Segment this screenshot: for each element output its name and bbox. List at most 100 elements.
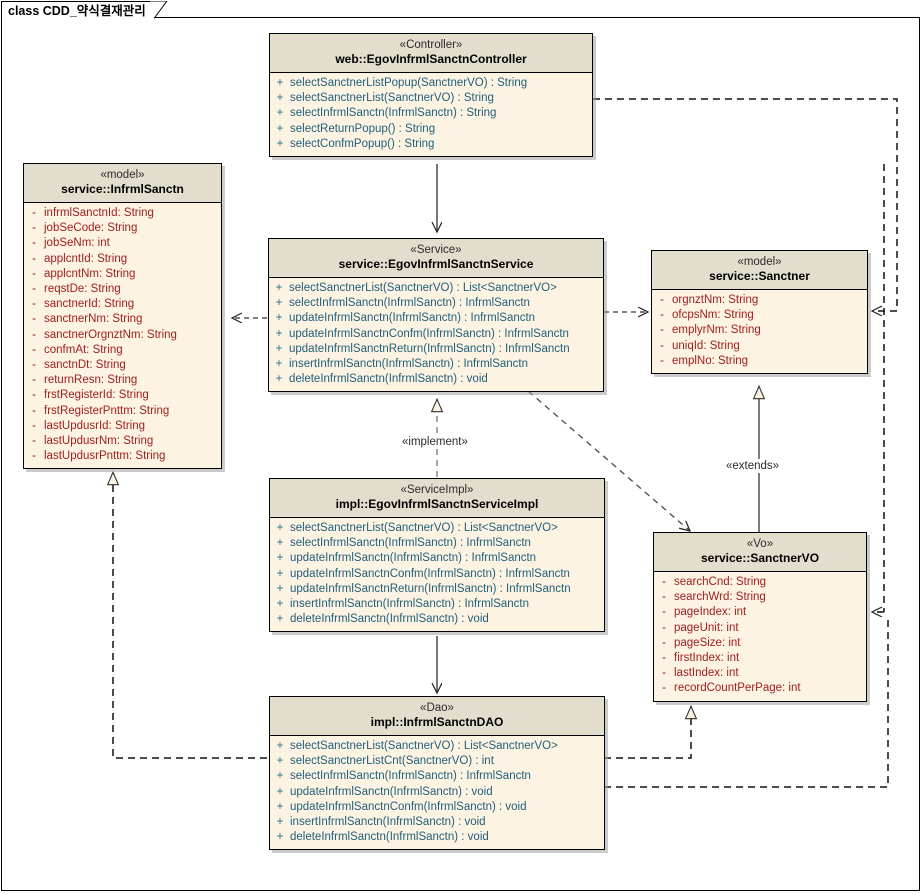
member-visibility: + — [276, 613, 284, 626]
member-signature: insertInfrmlSanctn(InfrmlSanctn) : void — [290, 816, 486, 829]
member-visibility: - — [662, 636, 666, 649]
class-member: -reqstDe: String — [24, 282, 221, 297]
class-member: + selectReturnPopup() : String — [270, 122, 592, 137]
class-member: -jobSeCode: String — [24, 221, 221, 236]
member-visibility: + — [276, 816, 284, 829]
member-visibility: - — [32, 435, 36, 448]
class-members-service: +selectSanctnerList(SanctnerVO) : List<S… — [269, 278, 603, 391]
class-box-infrmlsanctn[interactable]: «model» service::InfrmlSanctn -infrmlSan… — [23, 163, 222, 470]
member-visibility: + — [275, 297, 283, 310]
class-member: + selectInfrmlSanctn(InfrmlSanctn) : Str… — [270, 106, 592, 121]
member-visibility: + — [275, 282, 283, 294]
member-signature: updateInfrmlSanctn(InfrmlSanctn) : Infrm… — [290, 552, 537, 565]
member-signature: updateInfrmlSanctnReturn(InfrmlSanctn) :… — [289, 342, 570, 355]
member-visibility: + — [275, 358, 283, 371]
class-member: -emplNo: String — [652, 354, 867, 369]
member-visibility: - — [662, 576, 666, 588]
member-visibility: + — [275, 373, 283, 386]
class-member: -applcntId: String — [24, 252, 221, 267]
class-member: -searchWrd: String — [654, 590, 866, 605]
member-visibility: - — [32, 419, 36, 432]
class-member: -confmAt: String — [24, 343, 221, 358]
member-visibility: + — [275, 312, 283, 325]
member-signature: selectSanctnerListCnt(SanctnerVO) : int — [290, 755, 494, 768]
class-box-serviceimpl[interactable]: «ServiceImpl» impl::EgovInfrmlSanctnServ… — [269, 478, 605, 633]
class-members-serviceimpl: +selectSanctnerList(SanctnerVO) : List<S… — [270, 518, 604, 631]
member-signature: selectInfrmlSanctn(InfrmlSanctn) : Strin… — [290, 107, 497, 120]
member-signature: confmAt: String — [44, 343, 123, 356]
diagram-frame — [1, 17, 920, 891]
member-signature: jobSeNm: int — [44, 237, 110, 250]
member-visibility: - — [32, 237, 36, 250]
member-signature: updateInfrmlSanctnConfm(InfrmlSanctn) : … — [289, 327, 569, 340]
class-stereotype: «ServiceImpl» — [400, 484, 474, 496]
class-member: + selectConfmPopup() : String — [270, 137, 592, 152]
class-box-controller[interactable]: «Controller» web::EgovInfrmlSanctnContro… — [269, 33, 593, 158]
class-member: -sanctnerOrgnztNm: String — [24, 328, 221, 343]
class-stereotype: «model» — [100, 169, 145, 181]
class-members-infrmlsanctn: -infrmlSanctnId: String -jobSeCode: Stri… — [24, 203, 221, 468]
member-signature: ofcpsNm: String — [672, 309, 754, 322]
member-visibility: - — [662, 682, 666, 695]
class-header-infrmlsanctn: «model» service::InfrmlSanctn — [24, 164, 221, 203]
member-signature: emplyrNm: String — [672, 324, 761, 337]
class-member: -lastUpdusrId: String — [24, 419, 221, 434]
member-visibility: - — [32, 283, 36, 296]
member-signature: infrmlSanctnId: String — [44, 207, 154, 219]
member-visibility: + — [276, 137, 284, 150]
class-member: +updateInfrmlSanctnConfm(InfrmlSanctn) :… — [270, 800, 604, 815]
member-signature: insertInfrmlSanctn(InfrmlSanctn) : Infrm… — [289, 358, 529, 371]
member-signature: deleteInfrmlSanctn(InfrmlSanctn) : void — [290, 831, 489, 844]
class-member: +deleteInfrmlSanctn(InfrmlSanctn) : void — [270, 830, 604, 845]
class-member: -pageUnit: int — [654, 621, 866, 636]
class-box-dao[interactable]: «Dao» impl::InfrmlSanctnDAO +selectSanct… — [269, 696, 605, 851]
class-member: -returnResn: String — [24, 373, 221, 388]
member-signature: insertInfrmlSanctn(InfrmlSanctn) : Infrm… — [290, 598, 530, 611]
member-visibility: - — [660, 309, 664, 322]
class-box-service[interactable]: «Service» service::EgovInfrmlSanctnServi… — [268, 238, 604, 393]
member-visibility: + — [276, 785, 284, 798]
class-box-sanctner[interactable]: «model» service::Sanctner -orgnztNm: Str… — [651, 250, 868, 375]
member-visibility: - — [32, 404, 36, 417]
member-signature: reqstDe: String — [44, 283, 121, 296]
member-signature: emplNo: String — [672, 354, 749, 367]
member-visibility: - — [32, 313, 36, 326]
class-member: +deleteInfrmlSanctn(InfrmlSanctn) : void — [269, 372, 603, 387]
class-member: +selectSanctnerList(SanctnerVO) : List<S… — [269, 281, 603, 296]
member-signature: lastUpdusrNm: String — [44, 435, 154, 448]
class-stereotype: «Vo» — [746, 538, 774, 550]
member-signature: applcntNm: String — [44, 267, 136, 280]
member-visibility: - — [32, 298, 36, 311]
class-member: +selectInfrmlSanctn(InfrmlSanctn) : Infr… — [269, 296, 603, 311]
member-visibility: - — [32, 267, 36, 280]
class-name: impl::EgovInfrmlSanctnServiceImpl — [335, 497, 539, 511]
member-visibility: - — [32, 359, 36, 372]
member-visibility: + — [276, 582, 284, 595]
member-visibility: - — [660, 294, 664, 306]
member-signature: sanctnDt: String — [44, 359, 126, 372]
member-visibility: + — [276, 552, 284, 565]
class-member: -searchCnd: String — [654, 575, 866, 590]
member-signature: deleteInfrmlSanctn(InfrmlSanctn) : void — [290, 613, 489, 626]
member-signature: updateInfrmlSanctnConfm(InfrmlSanctn) : … — [290, 800, 527, 813]
class-header-sanctnervo: «Vo» service::SanctnerVO — [654, 533, 866, 572]
member-visibility: - — [32, 374, 36, 387]
class-member: -sanctnDt: String — [24, 358, 221, 373]
class-member: -recordCountPerPage: int — [654, 681, 866, 696]
member-signature: selectSanctnerListPopup(SanctnerVO) : St… — [290, 77, 528, 89]
member-visibility: - — [32, 389, 36, 402]
class-name: service::Sanctner — [709, 269, 810, 283]
class-name: web::EgovInfrmlSanctnController — [335, 52, 527, 66]
member-visibility: + — [276, 77, 284, 89]
class-name: service::SanctnerVO — [700, 551, 820, 565]
member-signature: lastIndex: int — [674, 667, 739, 680]
member-visibility: - — [662, 591, 666, 604]
class-box-sanctnervo[interactable]: «Vo» service::SanctnerVO -searchCnd: Str… — [653, 532, 867, 702]
edge-label-extends: «extends» — [724, 459, 782, 473]
member-visibility: - — [32, 222, 36, 235]
class-member: + insertInfrmlSanctn(InfrmlSanctn) : void — [270, 815, 604, 830]
class-name: service::EgovInfrmlSanctnService — [338, 257, 534, 271]
class-header-sanctner: «model» service::Sanctner — [652, 251, 867, 290]
class-member: +selectInfrmlSanctn(InfrmlSanctn) : Infr… — [270, 536, 604, 551]
class-member: -sanctnerId: String — [24, 297, 221, 312]
